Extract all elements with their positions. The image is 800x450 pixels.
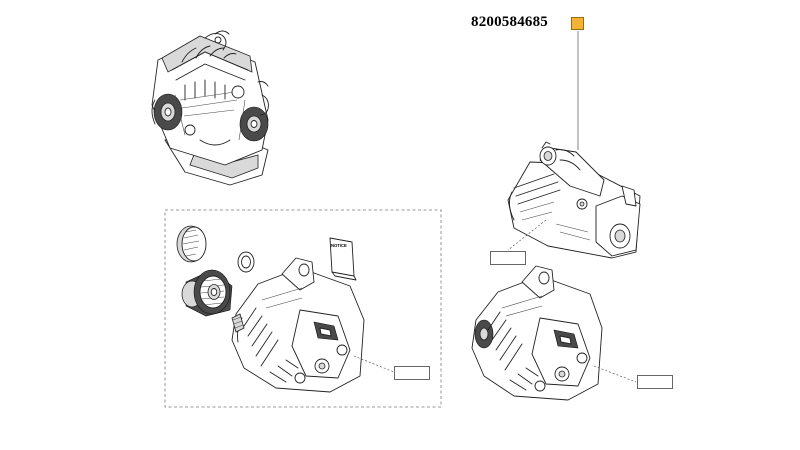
engine-illustration[interactable] (151, 30, 269, 186)
washer-ring[interactable] (237, 251, 255, 273)
starter-motor[interactable] (507, 141, 641, 259)
notice-label: NOTICE (331, 243, 347, 248)
notice-booklet[interactable]: NOTICE (329, 237, 357, 281)
kit-alternator[interactable] (231, 257, 365, 393)
pulley-cover-disc[interactable] (176, 225, 207, 263)
part-number[interactable]: 8200584685 (471, 14, 548, 30)
freewheel-pulley[interactable] (181, 269, 233, 317)
starter-leader-line (507, 219, 547, 251)
kit-dashed-frame (164, 209, 442, 408)
alternator-ref-box[interactable] (637, 375, 673, 389)
kit-leader-line (353, 355, 395, 373)
alternator-leader-line (593, 365, 637, 383)
starter-ref-box[interactable] (490, 251, 526, 265)
alternator[interactable] (471, 265, 603, 401)
callout-marker[interactable] (571, 17, 584, 30)
kit-alternator-ref-box[interactable] (394, 366, 430, 380)
